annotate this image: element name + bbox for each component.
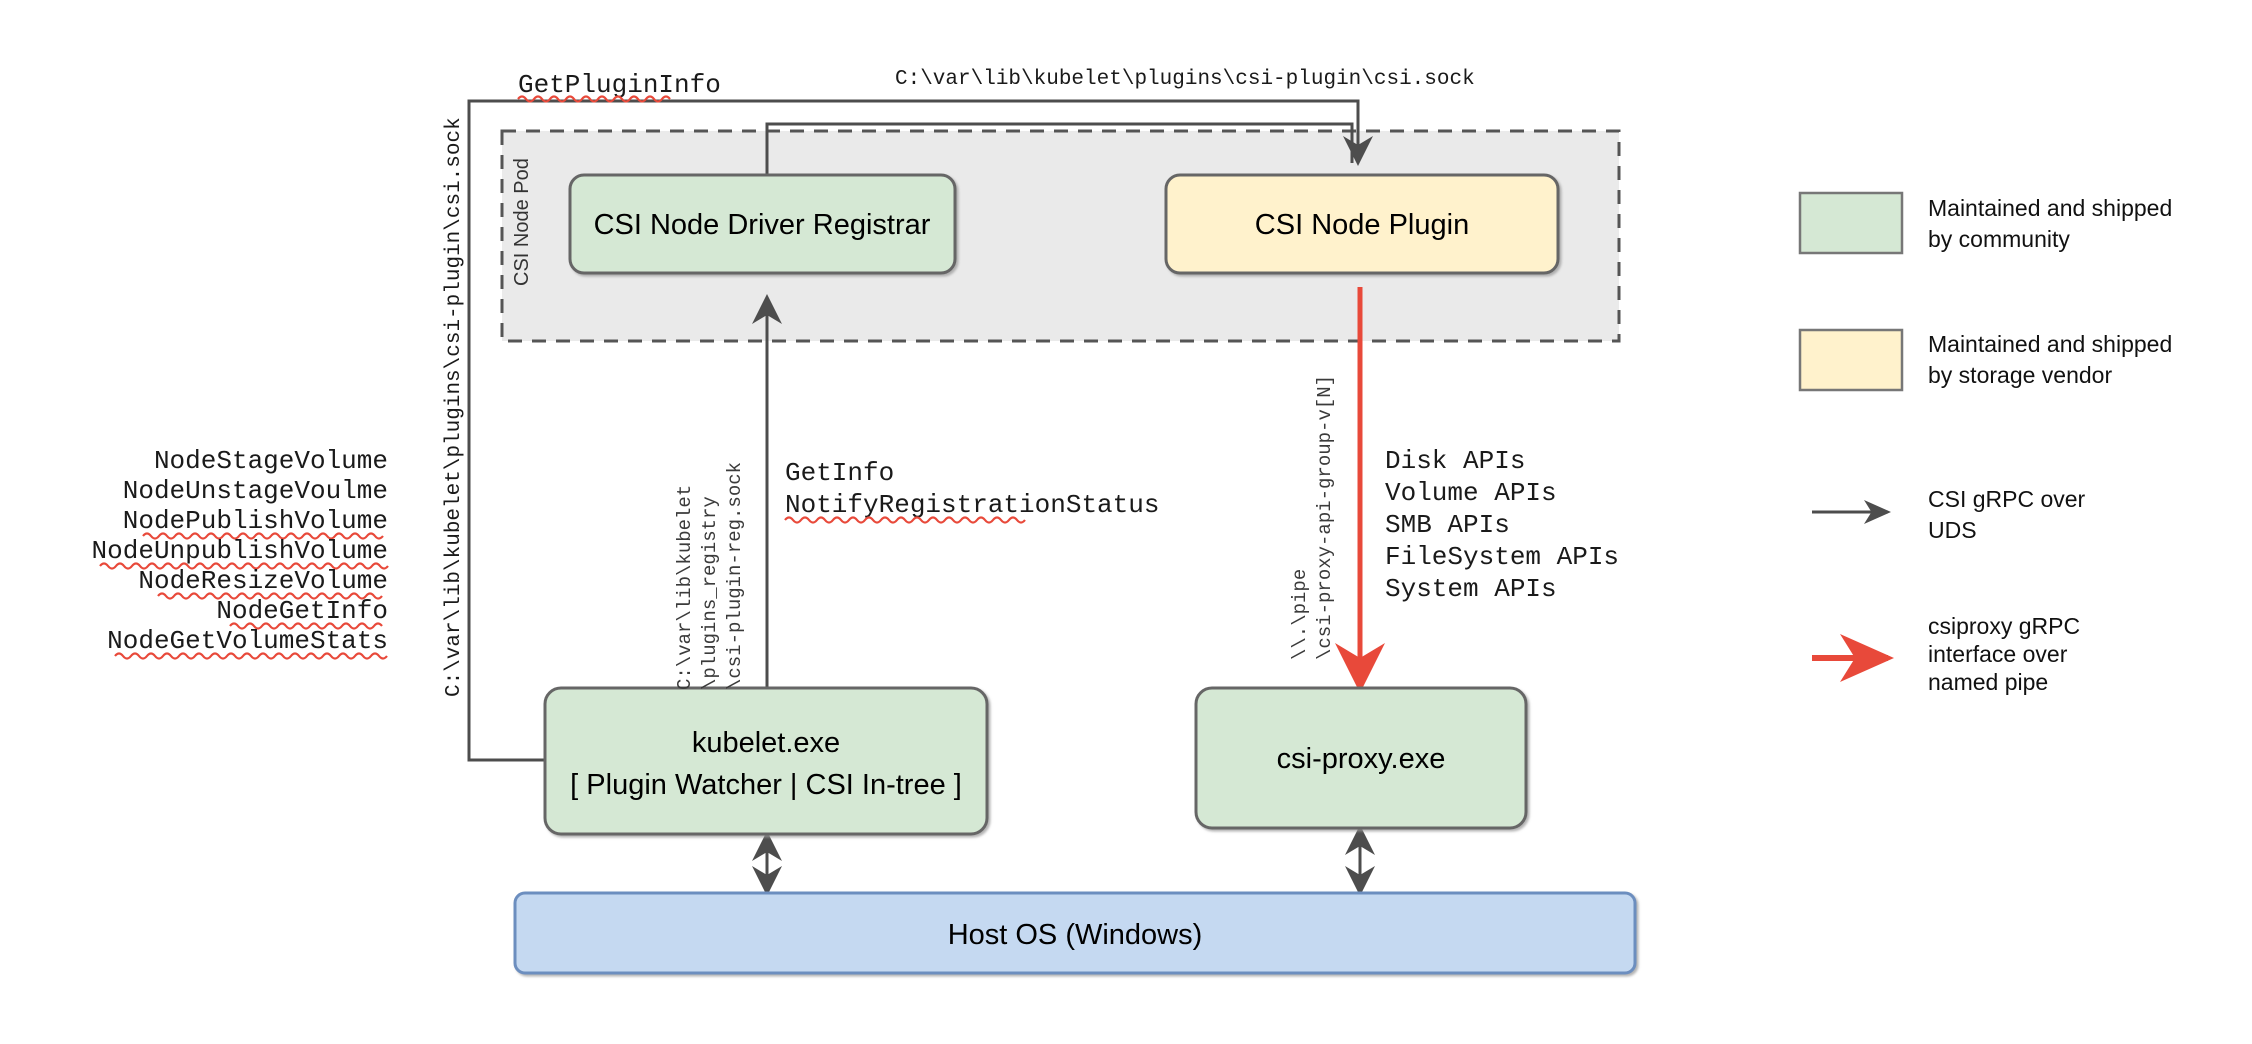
csi-sock-top-text: C:\var\lib\kubelet\plugins\csi-plugin\cs…	[895, 68, 1475, 91]
pipe-vertical-line-2: \csi-proxy-api-group-v[N]	[1314, 375, 1336, 660]
list-item: NodeGetInfo	[216, 596, 388, 630]
csi-uds-path	[467, 99, 1373, 762]
legend-swatch-vendor	[1798, 328, 1904, 392]
host-os-box-label: Host OS (Windows)	[948, 919, 1203, 951]
box-host-os[interactable]: Host OS (Windows)	[513, 891, 1637, 975]
legend-vendor-line2: by storage vendor	[1928, 362, 2112, 388]
legend-item-community: Maintained and shipped by community	[1798, 191, 2172, 255]
spellcheck-squiggle	[114, 652, 388, 660]
node-rpc-list: NodeStageVolume NodeUnstageVoulme NodePu…	[92, 446, 389, 660]
list-item: NodeResizeVolume	[138, 566, 388, 600]
registry-vertical-line-1: C:\var\lib\kubelet	[674, 485, 696, 690]
registrar-box-shape	[568, 173, 957, 275]
get-plugin-info-path	[765, 122, 1354, 175]
label-pipe-vertical: \\.\pipe \csi-proxy-api-group-v[N]	[1289, 375, 1336, 660]
kubelet-box-label-line2: [ Plugin Watcher | CSI In-tree ]	[570, 769, 962, 801]
get-info-text: GetInfo	[785, 458, 894, 488]
registrar-box-label: CSI Node Driver Registrar	[594, 209, 931, 241]
kubelet-box-shape	[543, 686, 989, 836]
label-registry-vertical: C:\var\lib\kubelet \plugins_registry \cs…	[674, 462, 746, 690]
legend-item-csi-uds: CSI gRPC over UDS	[1812, 486, 2086, 543]
label-get-plugin-info: GetPluginInfo	[517, 70, 721, 103]
api-item-2: SMB APIs	[1385, 510, 1510, 540]
api-list: Disk APIs Volume APIs SMB APIs FileSyste…	[1385, 446, 1619, 604]
node-rpc-item-5: NodeGetInfo	[216, 596, 388, 626]
list-item: NodeUnpublishVolume	[92, 536, 389, 570]
registry-vertical-line-3: \csi-plugin-reg.sock	[724, 462, 746, 690]
legend-pipe-line3: named pipe	[1928, 669, 2048, 695]
node-rpc-item-2: NodePublishVolume	[123, 506, 388, 536]
registry-vertical-line-2: \plugins_registry	[699, 496, 721, 690]
spellcheck-squiggle	[157, 592, 383, 600]
label-csi-sock-top: C:\var\lib\kubelet\plugins\csi-plugin\cs…	[895, 68, 1475, 91]
legend-swatch-community	[1798, 191, 1904, 255]
node-rpc-item-1: NodeUnstageVoulme	[123, 476, 388, 506]
notify-registration-status-text: NotifyRegistrationStatus	[785, 490, 1159, 520]
connector-registrar-to-node-plugin	[765, 122, 1354, 175]
list-item: NodeGetVolumeStats	[107, 626, 388, 660]
box-csi-proxy-exe[interactable]: csi-proxy.exe	[1194, 686, 1528, 830]
label-csi-sock-left-vertical: C:\var\lib\kubelet\plugins\csi-plugin\cs…	[443, 117, 466, 697]
legend-uds-line2: UDS	[1928, 517, 1977, 543]
legend-pipe-line1: csiproxy gRPC	[1928, 613, 2080, 639]
get-plugin-info-text: GetPluginInfo	[518, 70, 721, 100]
kubelet-box-label-line1: kubelet.exe	[692, 727, 840, 759]
node-plugin-box-shape	[1164, 173, 1560, 275]
list-item: NodeUnstageVoulme	[123, 476, 388, 506]
spellcheck-squiggle	[784, 516, 1026, 524]
list-item: NodePublishVolume	[123, 506, 388, 540]
csi-proxy-box-label: csi-proxy.exe	[1277, 743, 1446, 775]
api-item-3: FileSystem APIs	[1385, 542, 1619, 572]
api-item-1: Volume APIs	[1385, 478, 1557, 508]
spellcheck-squiggle	[142, 532, 384, 540]
legend: Maintained and shipped by community Main…	[1798, 191, 2172, 695]
pipe-vertical-line-1: \\.\pipe	[1289, 569, 1311, 660]
legend-pipe-line2: interface over	[1928, 641, 2068, 667]
list-item: NodeStageVolume	[154, 446, 388, 476]
legend-community-line1: Maintained and shipped	[1928, 195, 2172, 221]
pod-label: CSI Node Pod	[511, 158, 533, 286]
box-csi-node-driver-registrar[interactable]: CSI Node Driver Registrar	[568, 173, 957, 275]
spellcheck-squiggle	[517, 95, 671, 103]
node-rpc-item-0: NodeStageVolume	[154, 446, 388, 476]
node-rpc-item-6: NodeGetVolumeStats	[107, 626, 388, 656]
legend-community-line2: by community	[1928, 226, 2070, 252]
legend-item-vendor: Maintained and shipped by storage vendor	[1798, 328, 2172, 392]
node-rpc-item-3: NodeUnpublishVolume	[92, 536, 388, 566]
csi-sock-left-vertical-text: C:\var\lib\kubelet\plugins\csi-plugin\cs…	[443, 117, 466, 697]
host-os-box-shape	[513, 891, 1637, 975]
csi-proxy-box-shape	[1194, 686, 1528, 830]
legend-item-csiproxy-pipe: csiproxy gRPC interface over named pipe	[1812, 613, 2080, 695]
api-item-0: Disk APIs	[1385, 446, 1525, 476]
box-kubelet-exe[interactable]: kubelet.exe [ Plugin Watcher | CSI In-tr…	[543, 686, 989, 836]
legend-uds-line1: CSI gRPC over	[1928, 486, 2086, 512]
label-registration-calls: GetInfo NotifyRegistrationStatus	[784, 458, 1159, 524]
api-item-4: System APIs	[1385, 574, 1557, 604]
connector-kubelet-to-node-plugin	[467, 99, 1373, 762]
spellcheck-squiggle	[229, 622, 383, 630]
box-csi-node-plugin[interactable]: CSI Node Plugin	[1164, 173, 1560, 275]
legend-vendor-line1: Maintained and shipped	[1928, 331, 2172, 357]
node-plugin-box-label: CSI Node Plugin	[1255, 209, 1469, 241]
spellcheck-squiggle	[99, 562, 389, 570]
node-rpc-item-4: NodeResizeVolume	[138, 566, 388, 596]
